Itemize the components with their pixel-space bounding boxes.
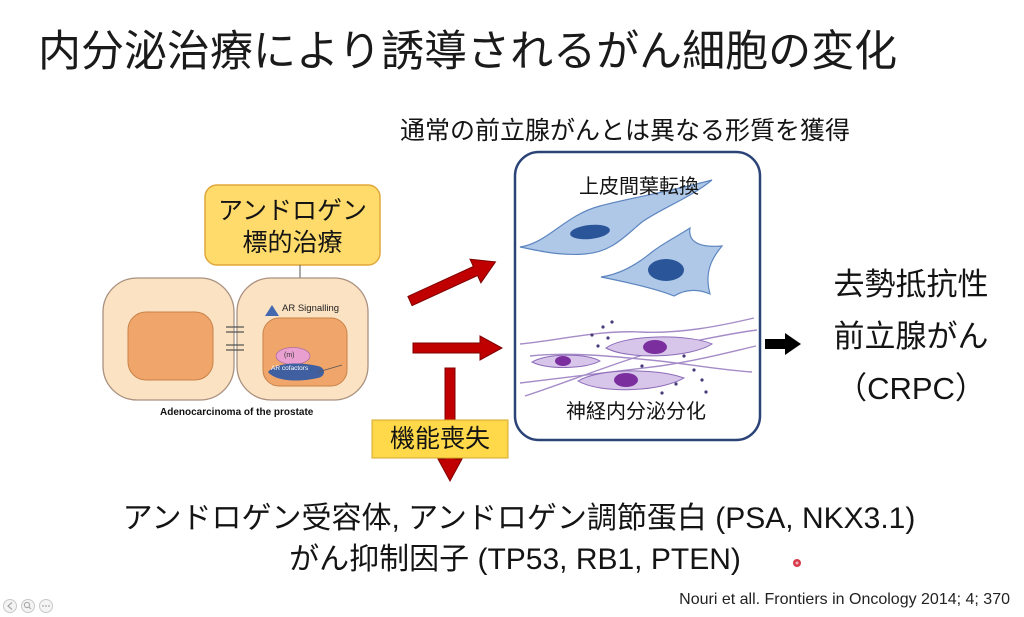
loss-of-function-label: 機能喪失 [389, 425, 490, 453]
viewer-more-button[interactable] [39, 599, 53, 613]
more-icon [42, 605, 50, 607]
ne-cell-2 [577, 370, 686, 391]
cell-junction-marks [226, 326, 244, 351]
ar-signalling-label: AR Signalling [282, 303, 340, 314]
lost-factors-line-1: アンドロゲン受容体, アンドロゲン調節蛋白 (PSA, NKX3.1) [122, 502, 916, 535]
neuroendocrine-label: 神経内分泌分化 [566, 401, 706, 423]
crpc-outcome-label: 去勢抵抗性 前立腺がん （CRPC） [826, 259, 996, 415]
crpc-line-1: 去勢抵抗性 [833, 267, 989, 302]
androgen-therapy-line-1: アンドロゲン [217, 197, 367, 225]
emt-nucleus-1 [570, 224, 610, 240]
ar-cofactors-label: AR cofactors [271, 365, 309, 372]
slide-title: 内分泌治療により誘導されるがん細胞の変化 [38, 28, 898, 76]
emt-nucleus-2 [648, 259, 684, 281]
lost-factors-line-2: がん抑制因子 (TP53, RB1, PTEN) [289, 543, 741, 576]
ne-nucleus-2 [614, 373, 638, 387]
androgen-therapy-box [204, 184, 381, 266]
citation: Nouri et all. Frontiers in Oncology 2014… [679, 591, 1010, 608]
viewer-back-button[interactable] [3, 599, 17, 613]
ar-signalling-triangle [265, 305, 279, 316]
ne-nucleus-1 [643, 340, 667, 354]
crpc-line-2: 前立腺がん [833, 319, 989, 354]
adenocarcinoma-cell-left [102, 277, 235, 401]
androgen-therapy-label: アンドロゲン 標的治療 [205, 195, 380, 259]
ne-nucleus-3 [555, 356, 571, 366]
signal-arrow-line [317, 364, 343, 373]
ne-cell-processes [519, 317, 758, 397]
emt-label: 上皮間葉転換 [579, 176, 699, 198]
androgen-therapy-line-2: 標的治療 [242, 229, 343, 257]
ar-oval-label: (m) [284, 352, 295, 359]
viewer-zoom-button[interactable] [21, 599, 35, 613]
black-arrow-to-crpc [765, 333, 801, 355]
ne-cell-3 [530, 354, 602, 369]
adenocarcinoma-caption: Adenocarcinoma of the prostate [160, 407, 314, 418]
red-arrow-to-ne [412, 335, 504, 361]
ne-granules [590, 320, 708, 395]
adenocarcinoma-cell-right [236, 277, 369, 401]
transformed-phenotype-heading: 通常の前立腺がんとは異なる形質を獲得 [400, 117, 851, 145]
emt-cell-stellate [600, 226, 724, 297]
ar-cofactors-blob [268, 363, 324, 381]
emt-cell-spindle [519, 179, 713, 256]
loss-of-function-box [371, 419, 509, 459]
ne-cell-1 [605, 336, 714, 357]
zoom-icon [23, 601, 32, 610]
crpc-line-3: （CRPC） [836, 371, 986, 406]
pointer-cursor [793, 559, 801, 567]
back-icon [7, 602, 13, 610]
nucleus-left [127, 311, 214, 381]
red-arrow-to-emt [407, 258, 497, 307]
